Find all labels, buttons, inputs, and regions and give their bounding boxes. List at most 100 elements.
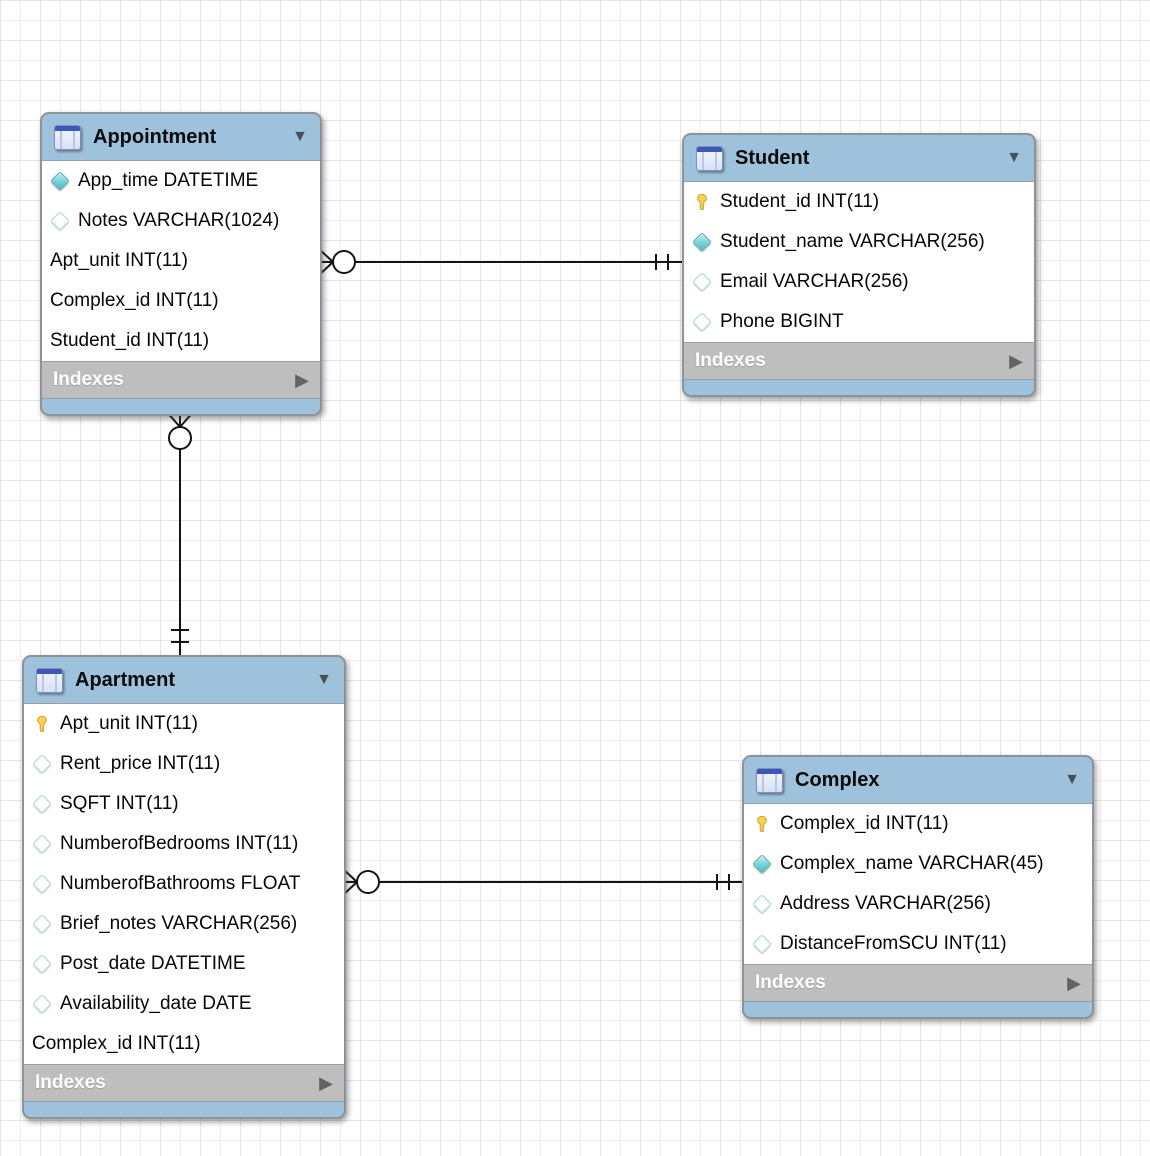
- column-row[interactable]: Availability_date DATE: [24, 984, 344, 1024]
- indexes-label: Indexes: [53, 369, 124, 390]
- diamond-outline-icon: [31, 834, 52, 854]
- zero-circle-icon: [356, 870, 380, 894]
- column-label: DistanceFromSCU INT(11): [780, 933, 1007, 954]
- column-row[interactable]: Rent_price INT(11): [24, 744, 344, 784]
- column-row[interactable]: Notes VARCHAR(1024): [42, 201, 320, 241]
- table-header[interactable]: Appointment ▼: [42, 114, 320, 160]
- column-row[interactable]: NumberofBedrooms INT(11): [24, 824, 344, 864]
- column-label: Apt_unit INT(11): [50, 250, 188, 271]
- column-label: Post_date DATETIME: [60, 953, 246, 974]
- column-label: SQFT INT(11): [60, 793, 179, 814]
- indexes-label: Indexes: [755, 972, 826, 993]
- indexes-bar[interactable]: Indexes ▶: [42, 362, 320, 399]
- column-row[interactable]: Student_name VARCHAR(256): [684, 222, 1034, 262]
- column-label: NumberofBathrooms FLOAT: [60, 873, 301, 894]
- diamond-filled-icon: [751, 854, 772, 874]
- table-apartment[interactable]: Apartment ▼ Apt_unit INT(11) Rent_price …: [22, 655, 346, 1119]
- key-icon: [32, 715, 51, 734]
- column-row[interactable]: Apt_unit INT(11): [42, 241, 320, 281]
- column-row[interactable]: Complex_id INT(11): [42, 281, 320, 321]
- column-list: Complex_id INT(11) Complex_name VARCHAR(…: [744, 803, 1092, 965]
- table-header[interactable]: Apartment ▼: [24, 657, 344, 703]
- column-row[interactable]: App_time DATETIME: [42, 161, 320, 201]
- column-row[interactable]: Student_id INT(11): [42, 321, 320, 361]
- collapse-triangle-icon[interactable]: ▼: [1006, 149, 1022, 166]
- table-student[interactable]: Student ▼ Student_id INT(11) Student_nam…: [682, 133, 1036, 397]
- table-title: Appointment: [93, 125, 217, 148]
- column-label: Notes VARCHAR(1024): [78, 210, 280, 231]
- column-row[interactable]: Phone BIGINT: [684, 302, 1034, 342]
- table-title: Apartment: [75, 668, 176, 691]
- table-appointment[interactable]: Appointment ▼ App_time DATETIME Notes VA…: [40, 112, 322, 416]
- one-and-only-one-bars-icon: [171, 629, 189, 643]
- column-row[interactable]: Complex_name VARCHAR(45): [744, 844, 1092, 884]
- column-label: Brief_notes VARCHAR(256): [60, 913, 298, 934]
- diamond-outline-icon: [691, 272, 712, 292]
- column-label: Availability_date DATE: [60, 993, 252, 1014]
- column-label: Complex_id INT(11): [780, 813, 949, 834]
- column-row[interactable]: SQFT INT(11): [24, 784, 344, 824]
- column-row[interactable]: Address VARCHAR(256): [744, 884, 1092, 924]
- one-and-only-one-bars-icon: [716, 874, 730, 890]
- column-row[interactable]: Complex_id INT(11): [744, 804, 1092, 844]
- table-title: Student: [735, 146, 810, 169]
- table-complex[interactable]: Complex ▼ Complex_id INT(11) Complex_nam…: [742, 755, 1094, 1019]
- expand-arrow-icon: ▶: [295, 370, 309, 390]
- column-label: Apt_unit INT(11): [60, 713, 198, 734]
- column-label: Complex_id INT(11): [50, 290, 219, 311]
- column-row[interactable]: Student_id INT(11): [684, 182, 1034, 222]
- column-label: App_time DATETIME: [78, 170, 259, 191]
- relationship-appointment-apartment[interactable]: [165, 410, 195, 656]
- diamond-outline-icon: [31, 954, 52, 974]
- column-row[interactable]: DistanceFromSCU INT(11): [744, 924, 1092, 964]
- table-header[interactable]: Complex ▼: [744, 757, 1092, 803]
- table-title: Complex: [795, 768, 880, 791]
- column-row[interactable]: Brief_notes VARCHAR(256): [24, 904, 344, 944]
- diamond-outline-icon: [751, 894, 772, 914]
- collapse-triangle-icon[interactable]: ▼: [292, 128, 308, 145]
- column-label: Address VARCHAR(256): [780, 893, 991, 914]
- key-icon: [752, 815, 771, 834]
- column-label: Student_id INT(11): [720, 191, 880, 212]
- column-row[interactable]: Apt_unit INT(11): [24, 704, 344, 744]
- column-row[interactable]: Complex_id INT(11): [24, 1024, 344, 1064]
- column-row[interactable]: NumberofBathrooms FLOAT: [24, 864, 344, 904]
- table-header[interactable]: Student ▼: [684, 135, 1034, 181]
- expand-arrow-icon: ▶: [319, 1073, 333, 1093]
- table-icon: [36, 667, 63, 693]
- expand-arrow-icon: ▶: [1009, 351, 1023, 371]
- table-icon: [756, 767, 783, 793]
- diamond-outline-icon: [31, 914, 52, 934]
- collapse-triangle-icon[interactable]: ▼: [1064, 771, 1080, 788]
- column-label: Student_id INT(11): [50, 330, 210, 351]
- column-row[interactable]: Post_date DATETIME: [24, 944, 344, 984]
- column-list: Apt_unit INT(11) Rent_price INT(11) SQFT…: [24, 703, 344, 1065]
- column-label: Rent_price INT(11): [60, 753, 221, 774]
- relationship-apartment-complex[interactable]: [341, 867, 742, 897]
- diamond-outline-icon: [31, 794, 52, 814]
- column-label: NumberofBedrooms INT(11): [60, 833, 299, 854]
- zero-circle-icon: [332, 250, 356, 274]
- column-label: Phone BIGINT: [720, 311, 844, 332]
- diamond-filled-icon: [49, 171, 70, 191]
- diamond-outline-icon: [751, 934, 772, 954]
- one-and-only-one-bars-icon: [655, 254, 669, 270]
- diamond-outline-icon: [31, 874, 52, 894]
- collapse-triangle-icon[interactable]: ▼: [316, 671, 332, 688]
- diamond-outline-icon: [49, 211, 70, 231]
- key-icon: [692, 193, 711, 212]
- indexes-bar[interactable]: Indexes ▶: [684, 343, 1034, 380]
- column-row[interactable]: Email VARCHAR(256): [684, 262, 1034, 302]
- indexes-bar[interactable]: Indexes ▶: [24, 1065, 344, 1102]
- column-label: Email VARCHAR(256): [720, 271, 909, 292]
- table-icon: [696, 145, 723, 171]
- diamond-outline-icon: [31, 994, 52, 1014]
- indexes-bar[interactable]: Indexes ▶: [744, 965, 1092, 1002]
- diamond-outline-icon: [691, 312, 712, 332]
- diamond-filled-icon: [691, 232, 712, 252]
- diamond-outline-icon: [31, 754, 52, 774]
- relationship-appointment-student[interactable]: [317, 247, 682, 277]
- column-label: Complex_name VARCHAR(45): [780, 853, 1044, 874]
- column-list: Student_id INT(11) Student_name VARCHAR(…: [684, 181, 1034, 343]
